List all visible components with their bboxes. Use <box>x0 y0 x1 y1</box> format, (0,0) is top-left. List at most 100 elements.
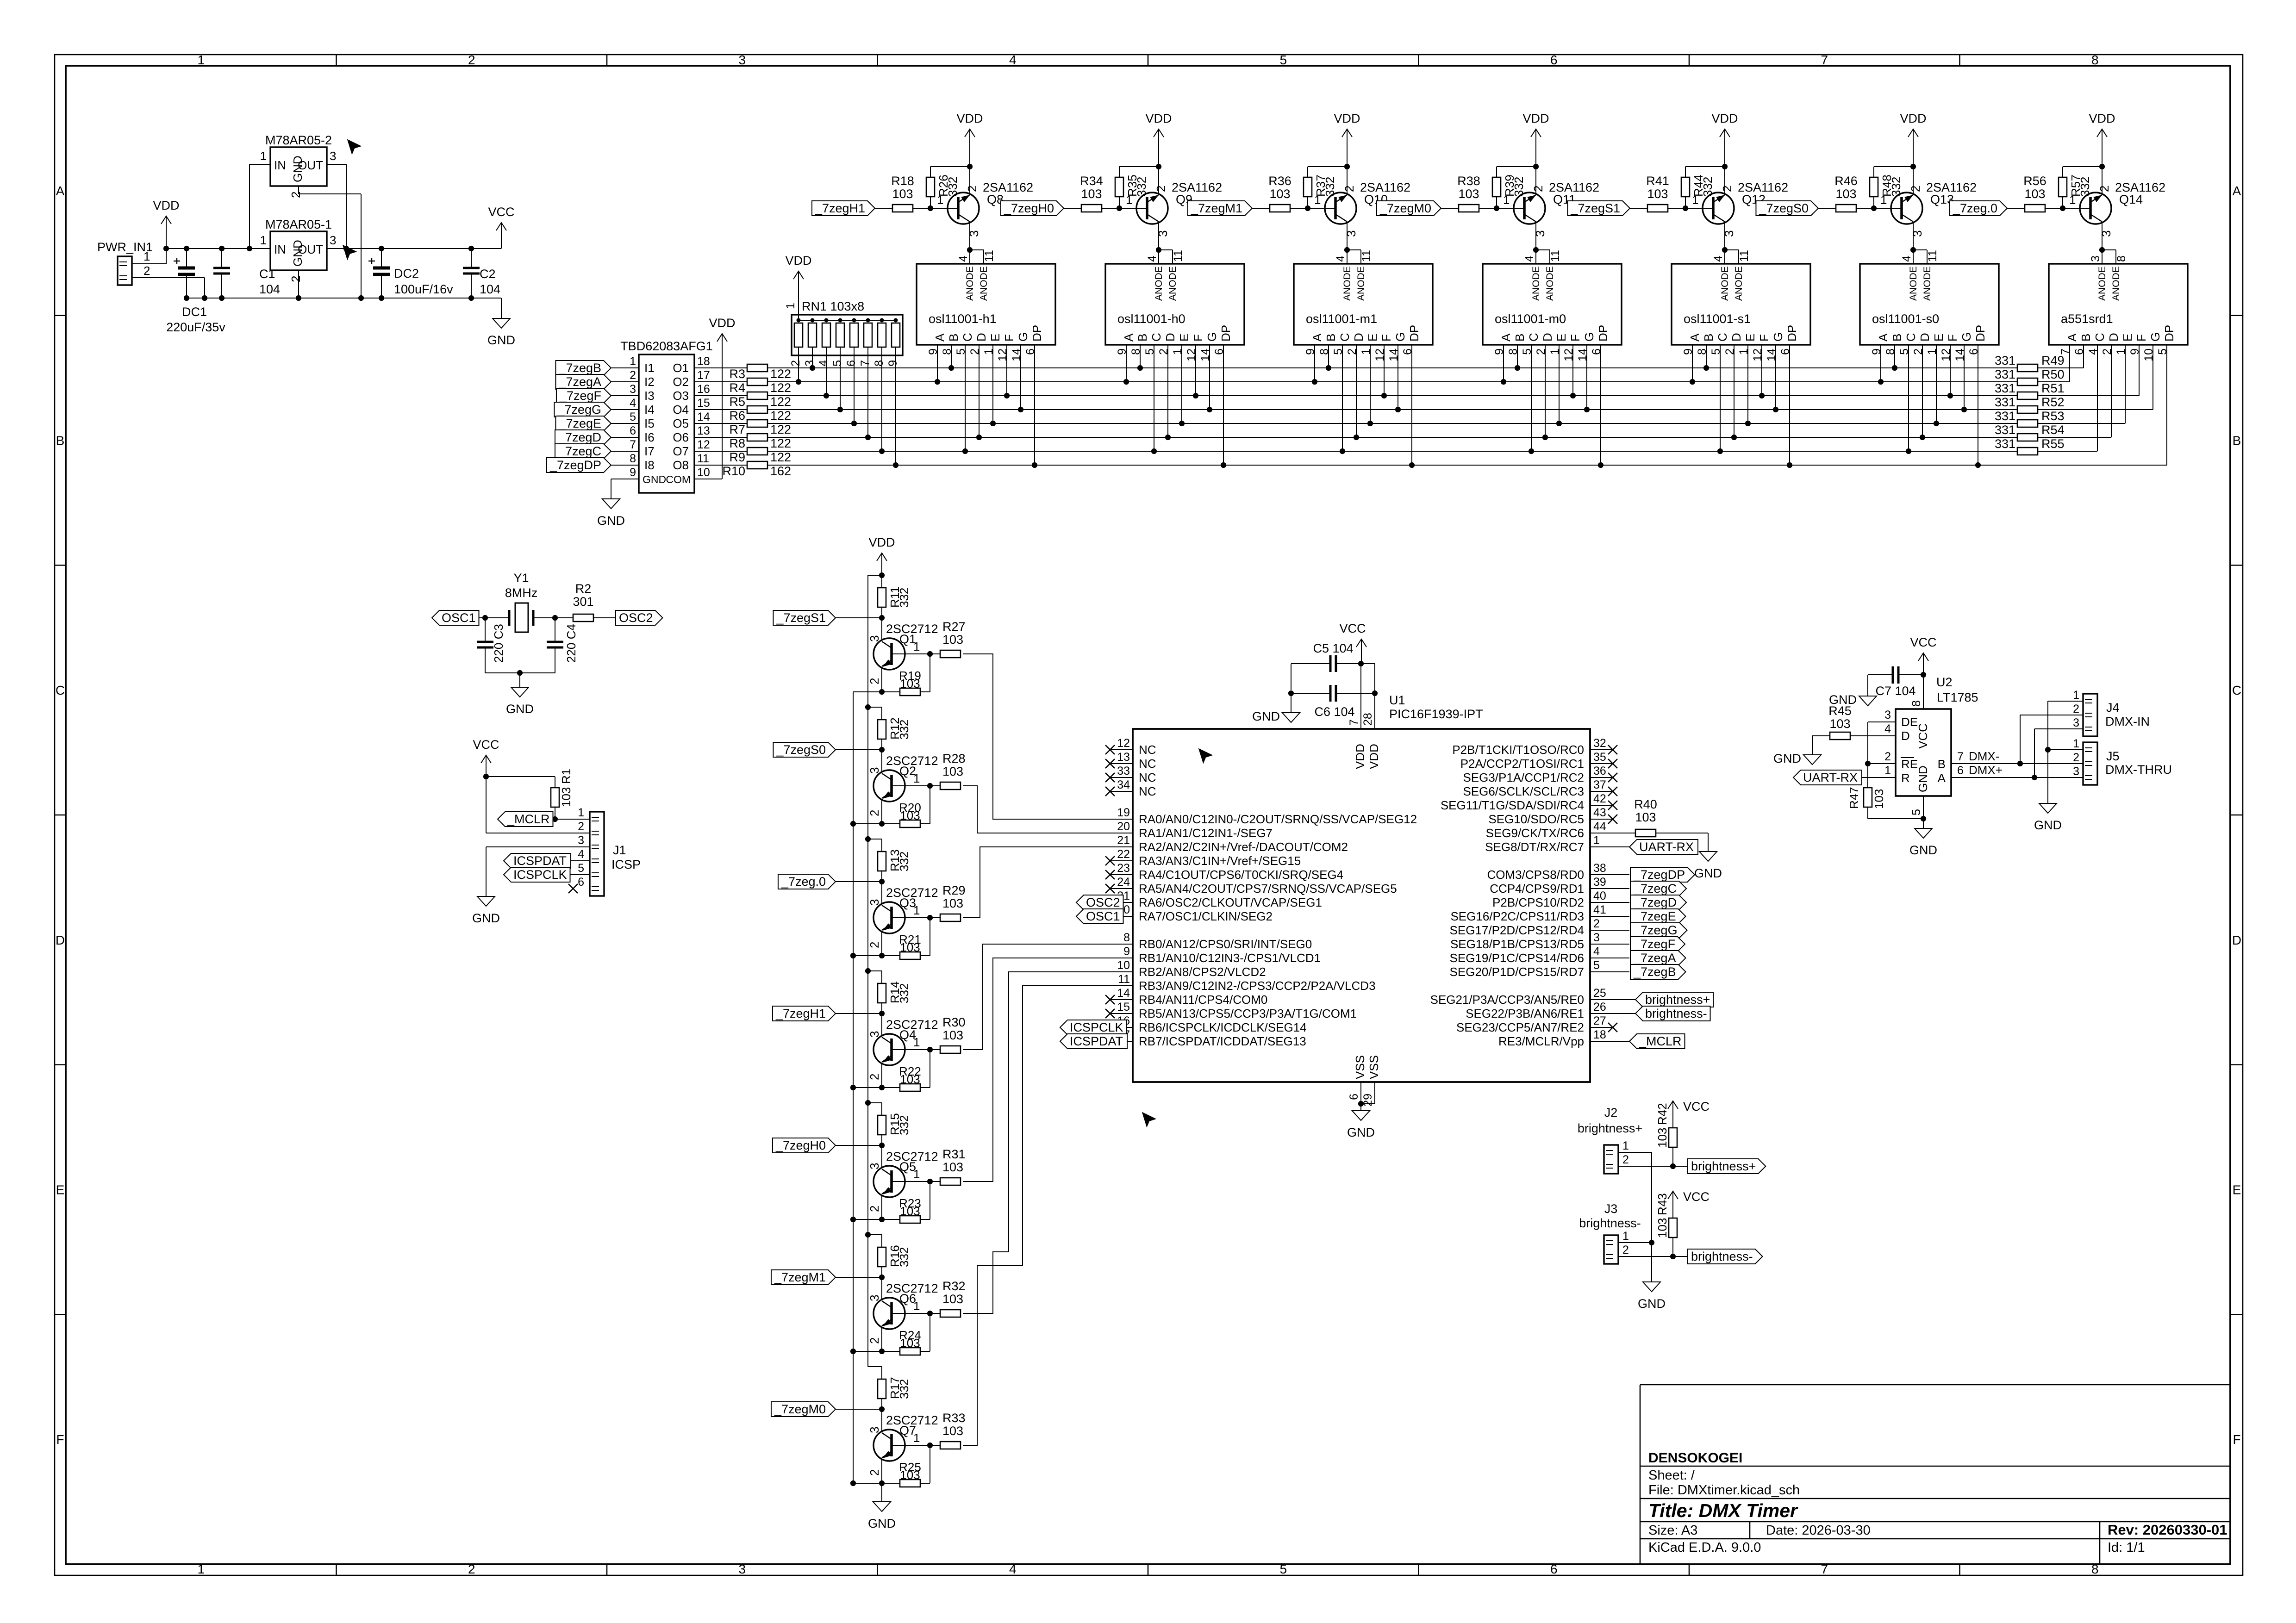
svg-text:2: 2 <box>468 53 475 67</box>
svg-text:ANODE: ANODE <box>1167 266 1178 301</box>
svg-text:4: 4 <box>1009 53 1017 67</box>
svg-text:_7zegB: _7zegB <box>1633 965 1676 979</box>
svg-text:NC: NC <box>1139 771 1156 784</box>
svg-text:122: 122 <box>770 436 791 450</box>
svg-text:R3: R3 <box>729 367 745 381</box>
svg-text:Q3: Q3 <box>899 896 916 910</box>
svg-text:103: 103 <box>942 896 963 910</box>
svg-text:6: 6 <box>2073 348 2086 355</box>
svg-text:103: 103 <box>1655 1128 1669 1148</box>
svg-text:R57: R57 <box>2069 174 2083 197</box>
svg-text:ANODE: ANODE <box>2097 266 2108 301</box>
svg-text:8: 8 <box>1910 700 1923 707</box>
svg-text:R31: R31 <box>942 1147 966 1161</box>
svg-text:1: 1 <box>1548 348 1561 355</box>
svg-text:1: 1 <box>784 303 797 309</box>
svg-text:2SC2712: 2SC2712 <box>886 1150 938 1163</box>
svg-text:RB2/AN8/CPS2/VLCD2: RB2/AN8/CPS2/VLCD2 <box>1139 965 1266 979</box>
svg-text:44: 44 <box>1593 820 1606 833</box>
svg-text:R29: R29 <box>942 883 966 897</box>
svg-text:6: 6 <box>845 360 858 367</box>
svg-text:File: DMXtimer.kicad_sch: File: DMXtimer.kicad_sch <box>1648 1483 1800 1498</box>
svg-text:6: 6 <box>1401 348 1414 355</box>
svg-text:C: C <box>1716 333 1729 342</box>
svg-text:19: 19 <box>1117 806 1130 819</box>
svg-text:3: 3 <box>630 383 636 396</box>
svg-text:I3: I3 <box>644 389 655 403</box>
svg-text:VSS: VSS <box>1367 1055 1381 1079</box>
svg-text:4: 4 <box>1712 255 1725 262</box>
svg-text:1: 1 <box>1884 764 1891 777</box>
svg-text:VDD: VDD <box>1367 744 1381 769</box>
svg-text:11: 11 <box>1360 250 1373 262</box>
svg-text:brightness-: brightness- <box>1691 1250 1753 1263</box>
svg-text:7: 7 <box>1821 53 1828 67</box>
svg-text:B: B <box>56 434 65 448</box>
svg-text:G: G <box>1016 332 1030 342</box>
svg-text:3: 3 <box>1593 931 1600 944</box>
svg-text:R53: R53 <box>2041 409 2065 423</box>
svg-text:D: D <box>1352 333 1366 342</box>
svg-text:DMX-IN: DMX-IN <box>2105 715 2150 728</box>
svg-text:7: 7 <box>630 438 636 451</box>
svg-text:2SA1162: 2SA1162 <box>983 180 1033 194</box>
svg-text:ANODE: ANODE <box>979 266 989 301</box>
svg-text:NC: NC <box>1139 743 1156 757</box>
svg-text:E: E <box>56 1183 65 1197</box>
svg-text:R52: R52 <box>2041 395 2065 409</box>
svg-text:1: 1 <box>913 1035 920 1049</box>
svg-text:A: A <box>1876 333 1890 342</box>
svg-text:332: 332 <box>897 983 911 1003</box>
svg-text:2SA1162: 2SA1162 <box>1926 180 1977 194</box>
svg-text:RA7/OSC1/CLKIN/SEG2: RA7/OSC1/CLKIN/SEG2 <box>1139 909 1273 923</box>
svg-text:2SA1162: 2SA1162 <box>2115 180 2165 194</box>
svg-text:4: 4 <box>1900 255 1913 262</box>
svg-text:28: 28 <box>1361 713 1374 726</box>
svg-text:RA4/C1OUT/CPS6/T0CKI/SRQ/SEG4: RA4/C1OUT/CPS6/T0CKI/SRQ/SEG4 <box>1139 868 1343 882</box>
svg-text:3: 3 <box>803 360 816 367</box>
svg-text:5: 5 <box>630 410 636 423</box>
svg-text:G: G <box>1582 332 1596 342</box>
svg-text:D: D <box>1729 333 1743 342</box>
svg-text:1: 1 <box>2115 348 2128 355</box>
svg-text:R27: R27 <box>942 620 966 634</box>
svg-text:R18: R18 <box>891 174 914 188</box>
svg-text:4: 4 <box>1523 255 1536 262</box>
svg-text:103: 103 <box>900 808 920 822</box>
svg-text:2SC2712: 2SC2712 <box>886 754 938 768</box>
svg-text:8: 8 <box>1696 348 1709 355</box>
svg-text:R28: R28 <box>942 752 966 765</box>
svg-text:4: 4 <box>1884 722 1891 735</box>
svg-text:DP: DP <box>1030 325 1044 342</box>
svg-text:2: 2 <box>2101 348 2114 355</box>
svg-text:331: 331 <box>1995 395 2015 409</box>
svg-text:COM: COM <box>666 473 691 485</box>
svg-text:_7zegM1: _7zegM1 <box>1191 201 1242 215</box>
svg-text:5: 5 <box>955 348 967 355</box>
svg-text:O8: O8 <box>673 458 689 472</box>
svg-text:331: 331 <box>1995 367 2015 381</box>
svg-text:VCC: VCC <box>488 205 514 219</box>
svg-text:40: 40 <box>1593 889 1606 902</box>
svg-text:_7zegC: _7zegC <box>1633 882 1677 895</box>
svg-text:3: 3 <box>867 1427 881 1433</box>
svg-text:_7zegC: _7zegC <box>558 444 601 458</box>
svg-text:SEG16/P2C/CPS11/RD3: SEG16/P2C/CPS11/RD3 <box>1450 909 1584 923</box>
svg-text:R48: R48 <box>1880 174 1894 197</box>
svg-text:Q4: Q4 <box>899 1028 916 1042</box>
svg-text:2: 2 <box>1342 186 1356 192</box>
svg-text:G: G <box>1205 332 1219 342</box>
svg-text:Size: A3: Size: A3 <box>1648 1523 1697 1538</box>
svg-text:R16: R16 <box>888 1245 902 1267</box>
svg-text:2: 2 <box>1535 348 1547 355</box>
svg-text:4: 4 <box>957 255 970 262</box>
svg-text:_7zegG: _7zegG <box>557 403 601 417</box>
svg-text:R40: R40 <box>1634 797 1657 811</box>
svg-text:9: 9 <box>1870 348 1883 355</box>
svg-text:37: 37 <box>1593 778 1606 791</box>
svg-text:R2: R2 <box>575 582 592 596</box>
svg-text:COM3/CPS8/RD0: COM3/CPS8/RD0 <box>1487 868 1585 882</box>
svg-text:6: 6 <box>1550 1562 1558 1576</box>
svg-text:I2: I2 <box>644 375 655 389</box>
svg-text:R4: R4 <box>729 381 745 395</box>
